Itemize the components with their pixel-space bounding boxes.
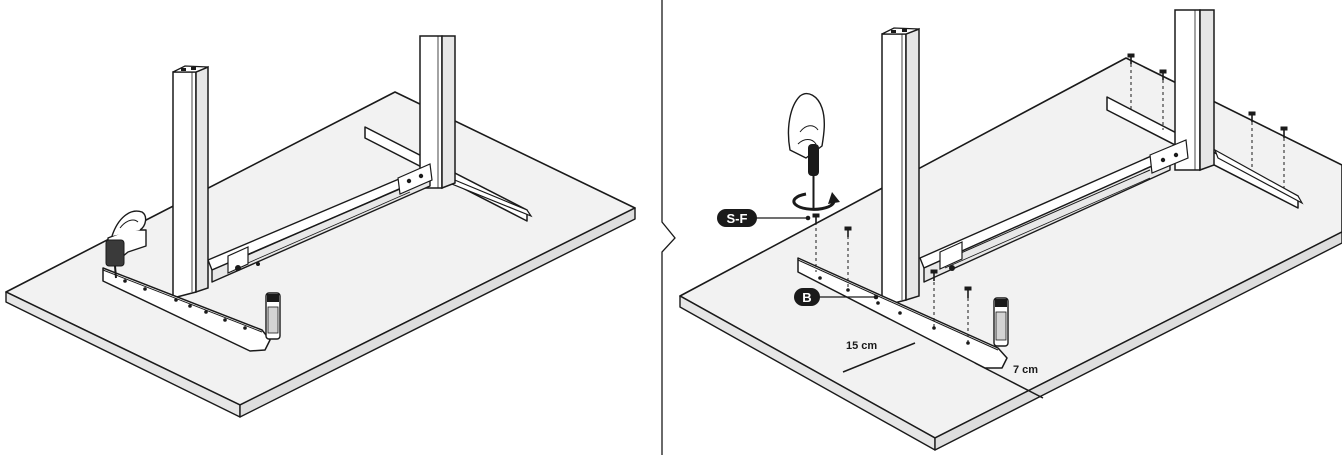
screw-back-1 (1127, 53, 1135, 112)
tabletop-left (5, 91, 636, 418)
step-right: S-F B 15 cm 7 cm (679, 9, 1342, 451)
callout-bracket: B (794, 288, 879, 306)
screwdriver-icon (808, 144, 819, 208)
front-foot-right (797, 257, 1008, 369)
front-foot-left (102, 267, 271, 352)
dimension-label-long: 15 cm (846, 340, 877, 352)
leveler-right (993, 297, 1009, 347)
callout-bracket-label: B (802, 290, 811, 305)
screw-back-4 (1280, 126, 1288, 188)
callout-screwdriver: S-F (717, 209, 811, 227)
leveler-left (265, 292, 281, 340)
screw-back-2 (1159, 69, 1167, 130)
dimension-guides (842, 342, 1044, 399)
screw-front-4 (964, 286, 972, 346)
drill-icon (105, 210, 147, 279)
screw-front-2 (844, 226, 852, 290)
back-column-right (1174, 9, 1215, 172)
crossbar-left (207, 163, 433, 283)
hand-icon (787, 92, 825, 159)
tabletop-right (679, 57, 1342, 451)
callout-screwdriver-label: S-F (727, 211, 748, 226)
screw-front-1 (812, 213, 820, 272)
step-left (5, 35, 636, 418)
rotation-arrow-icon (792, 192, 840, 211)
screw-front-3 (930, 269, 938, 330)
screw-back-3 (1248, 111, 1256, 170)
dimension-label-short: 7 cm (1013, 364, 1038, 376)
back-column-left (419, 35, 456, 190)
step-divider (661, 0, 676, 455)
screw-icon (812, 53, 1288, 346)
front-column-left (172, 65, 209, 299)
crossbar-right (919, 139, 1189, 283)
front-column-right (881, 27, 920, 307)
